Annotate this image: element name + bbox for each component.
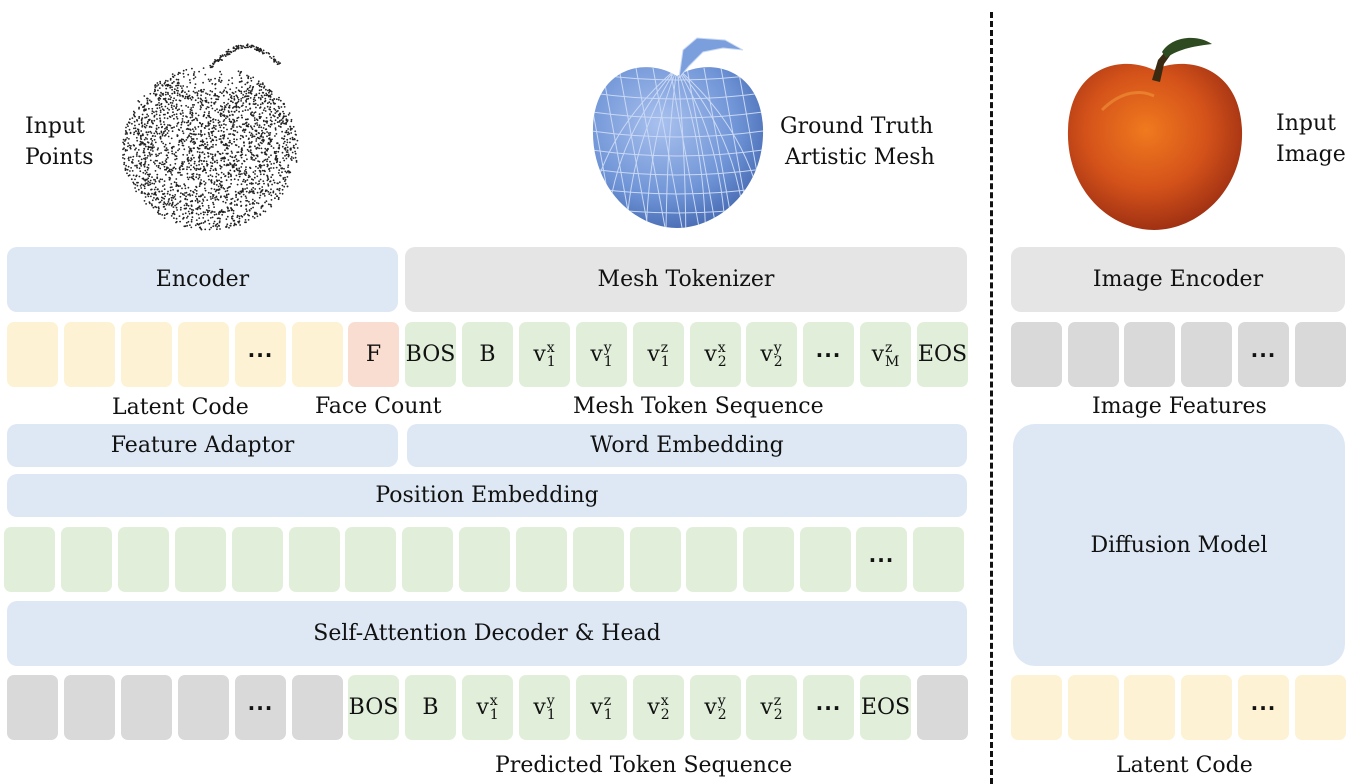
latent-token	[292, 322, 343, 387]
predicted-bos-token: BOS	[348, 675, 399, 740]
image-feature-token	[1011, 322, 1062, 387]
feature-adaptor-block: Feature Adaptor	[7, 424, 398, 467]
embedded-token	[516, 527, 567, 592]
latent-code-ellipsis: ···	[1238, 675, 1289, 740]
face-count-caption: Face Count	[315, 394, 442, 419]
section-divider	[990, 12, 993, 784]
image-feature-token	[1068, 322, 1119, 387]
predicted-latent-token	[292, 675, 343, 740]
embedded-token	[61, 527, 112, 592]
image-feature-token	[1181, 322, 1232, 387]
embedded-token	[743, 527, 794, 592]
image-feature-row: ···	[1011, 322, 1346, 387]
embedded-token	[175, 527, 226, 592]
input-points-label-line2: Points	[25, 145, 94, 170]
mesh-token-sequence-caption: Mesh Token Sequence	[573, 394, 824, 419]
predicted-latent-ellipsis: ···	[235, 675, 286, 740]
latent-code-token	[1124, 675, 1175, 740]
latent-code-token	[1295, 675, 1346, 740]
embedded-token	[118, 527, 169, 592]
predicted-latent-token	[64, 675, 115, 740]
mesh-tokenizer-block: Mesh Tokenizer	[405, 247, 967, 312]
point-cloud-apple-image	[122, 43, 299, 231]
decoder-block: Self-Attention Decoder & Head	[7, 601, 967, 666]
predicted-latent-token	[7, 675, 58, 740]
embedded-token	[459, 527, 510, 592]
latent-code-row: ···	[1011, 675, 1346, 740]
image-feature-token	[1295, 322, 1346, 387]
latent-token	[178, 322, 229, 387]
encoder-block: Encoder	[7, 247, 398, 312]
b-token: B	[462, 322, 513, 387]
embedded-token	[686, 527, 737, 592]
latent-code-right-caption: Latent Code	[1116, 753, 1253, 778]
embedded-token	[630, 527, 681, 592]
mesh-apple-image	[592, 37, 764, 228]
latent-token	[121, 322, 172, 387]
embedded-token	[345, 527, 396, 592]
embedded-token	[402, 527, 453, 592]
bos-token: BOS	[405, 322, 456, 387]
latent-ellipsis-token: ···	[235, 322, 286, 387]
predicted-trailing-token	[917, 675, 968, 740]
ground-truth-label-line1: Ground Truth	[780, 114, 934, 139]
embedded-token-row: ···	[0, 527, 970, 592]
image-feature-token	[1124, 322, 1175, 387]
image-feature-ellipsis: ···	[1238, 322, 1289, 387]
latent-token	[64, 322, 115, 387]
embedded-token	[800, 527, 851, 592]
predicted-latent-token	[121, 675, 172, 740]
image-encoder-block: Image Encoder	[1011, 247, 1345, 312]
position-embedding-block: Position Embedding	[7, 474, 967, 517]
predicted-latent-token	[178, 675, 229, 740]
ground-truth-label-line2: Artistic Mesh	[785, 145, 935, 170]
embedded-token	[913, 527, 964, 592]
predicted-ellipsis-token: ···	[803, 675, 854, 740]
predicted-token-sequence-caption: Predicted Token Sequence	[495, 753, 793, 778]
diffusion-model-block: Diffusion Model	[1013, 424, 1345, 666]
input-image-label-line2: Image	[1276, 142, 1346, 167]
textured-apple-image	[1067, 37, 1243, 230]
eos-token: EOS	[917, 322, 968, 387]
latent-token	[7, 322, 58, 387]
mesh-ellipsis-token: ···	[803, 322, 854, 387]
predicted-eos-token: EOS	[860, 675, 911, 740]
embedded-token	[573, 527, 624, 592]
latent-code-token	[1181, 675, 1232, 740]
latent-code-token	[1011, 675, 1062, 740]
embedded-ellipsis-token: ···	[856, 527, 907, 592]
image-features-caption: Image Features	[1092, 394, 1267, 419]
word-embedding-block: Word Embedding	[407, 424, 967, 467]
input-points-label-line1: Input	[25, 114, 85, 139]
embedded-token	[4, 527, 55, 592]
input-image-label-line1: Input	[1276, 111, 1336, 136]
embedded-token	[289, 527, 340, 592]
latent-code-caption: Latent Code	[112, 395, 249, 420]
embedded-token	[232, 527, 283, 592]
latent-code-token	[1068, 675, 1119, 740]
predicted-b-token: B	[405, 675, 456, 740]
face-count-token: F	[348, 322, 399, 387]
